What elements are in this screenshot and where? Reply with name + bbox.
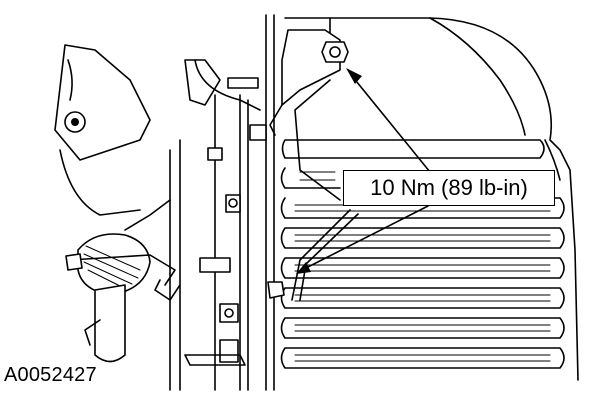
- cooler-fins: [280, 139, 565, 369]
- housing-shroud: [284, 17, 579, 381]
- lower-bracket: [267, 209, 359, 301]
- torque-callout: 10 Nm (89 lb-in): [343, 170, 555, 206]
- fasteners: [184, 124, 267, 366]
- figure-id-label: A0052427: [4, 364, 97, 386]
- upper-bracket: [269, 29, 349, 201]
- coil-assembly: [65, 199, 181, 363]
- engine-manifold: [54, 44, 261, 216]
- frame-members: [169, 14, 275, 391]
- callout-leaders: [296, 68, 431, 274]
